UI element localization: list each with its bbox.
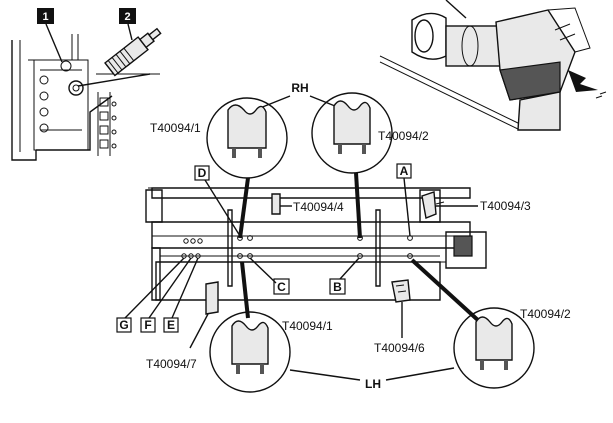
tool-label-t7: T40094/7 xyxy=(146,357,197,371)
leader-t2-bottom xyxy=(410,258,482,324)
tool-label-t6: T40094/6 xyxy=(374,341,425,355)
inset-engine-block xyxy=(11,34,160,161)
point-label-f: F xyxy=(144,318,151,332)
point-marker-e xyxy=(163,257,199,333)
sensor-part xyxy=(104,27,162,77)
lh-bracket xyxy=(289,367,455,381)
tool-callout-circle-t2-top xyxy=(311,92,393,174)
point-label-e: E xyxy=(167,318,175,332)
tool-label-t1-top: T40094/1 xyxy=(150,121,201,135)
leader-t1-top xyxy=(238,177,250,239)
point-label-c: C xyxy=(277,280,286,294)
tool-part-t3 xyxy=(421,191,478,219)
leader-t1-bottom xyxy=(240,261,250,319)
point-marker-c xyxy=(249,257,290,295)
key-box-1: 1 xyxy=(37,8,63,63)
point-label-a: A xyxy=(400,164,409,178)
tool-part-t6 xyxy=(391,279,411,338)
point-label-d: D xyxy=(198,166,207,180)
rh-label: RH xyxy=(291,81,308,95)
tool-callout-circle-t1-bottom xyxy=(209,311,291,393)
tool-label-t3: T40094/3 xyxy=(480,199,531,213)
key-box-2: 2 xyxy=(119,8,136,41)
tool-callout-circle-t2-bottom xyxy=(453,307,535,389)
key-1-label: 1 xyxy=(42,11,48,23)
point-label-g: G xyxy=(119,318,128,332)
point-label-b: B xyxy=(333,280,342,294)
tool-label-t2-bottom: T40094/2 xyxy=(520,307,571,321)
tool-part-t7 xyxy=(189,281,219,349)
point-marker-b xyxy=(329,257,360,295)
tool-part-t4 xyxy=(271,193,292,215)
tool-label-t2-top: T40094/2 xyxy=(378,129,429,143)
tool-label-t4: T40094/4 xyxy=(293,200,344,214)
point-marker-f xyxy=(140,257,192,333)
point-marker-g xyxy=(116,257,185,333)
inset-tool-insertion xyxy=(379,0,607,131)
tool-callout-circle-t1-top xyxy=(206,97,288,179)
point-marker-a xyxy=(396,163,412,237)
leader-t2-top xyxy=(354,172,362,239)
key-2-label: 2 xyxy=(124,11,130,23)
tool-label-t1-bottom: T40094/1 xyxy=(282,319,333,333)
point-marker-d xyxy=(194,165,241,237)
lh-label: LH xyxy=(365,377,381,391)
